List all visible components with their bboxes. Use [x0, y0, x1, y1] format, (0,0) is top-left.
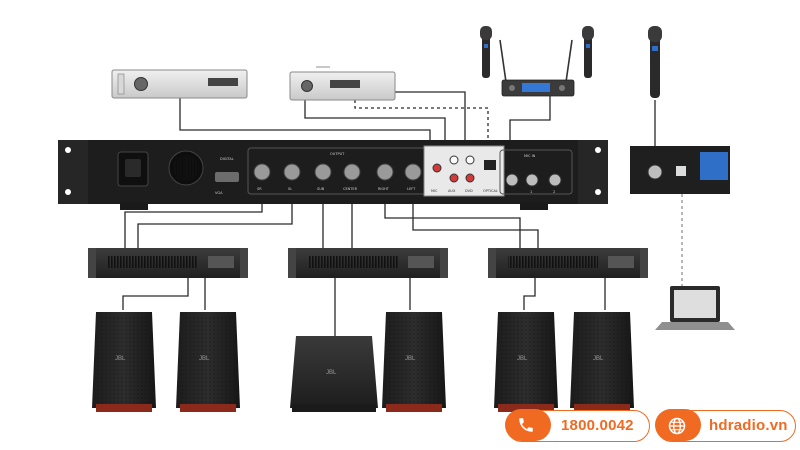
speaker-brand: JBL: [405, 356, 416, 362]
output-channel-labels: SR SL SUB CENTER RIGHT LEFT: [257, 187, 416, 191]
globe-icon: [668, 417, 686, 435]
website-url: hdradio.vn: [709, 417, 788, 434]
audio-processor: VGA DIGITAL OUTPUT SR SL SUB CENTER RIGH…: [58, 140, 608, 210]
mic-number: 2: [553, 190, 555, 194]
speaker-brand: JBL: [517, 356, 528, 362]
channel-label: SUB: [317, 187, 325, 191]
speaker-brand: JBL: [593, 356, 604, 362]
channel-label: LEFT: [407, 187, 416, 191]
speaker: JBL: [176, 312, 240, 412]
output-label: OUTPUT: [330, 152, 345, 156]
amplifier: [488, 248, 648, 278]
optical-label: OPTICAL: [483, 189, 498, 193]
channel-label: SR: [257, 187, 262, 191]
speaker: JBL: [494, 312, 558, 412]
speaker: JBL: [570, 312, 634, 412]
speaker: JBL: [92, 312, 156, 412]
phone-badge[interactable]: 1800.0042: [505, 409, 650, 442]
output-jacks: [253, 163, 422, 181]
rca-label-aux: AUX: [448, 189, 456, 193]
mic-in-label: MIC IN: [524, 154, 536, 158]
source-device-right: [289, 66, 396, 101]
cables: [122, 91, 683, 336]
source-device-left: [111, 69, 248, 99]
handheld-mic: [648, 26, 662, 98]
rca-label-dvd: DVD: [465, 189, 473, 193]
subwoofer: JBL: [290, 336, 378, 412]
vga-label: VGA: [215, 191, 223, 195]
wireless-mic-set: [480, 26, 594, 97]
digital-label: DIGITAL: [220, 157, 234, 161]
amplifier: [288, 248, 448, 278]
mic-receiver-unit: [630, 146, 730, 194]
laptop: [655, 286, 735, 330]
speaker: JBL: [382, 312, 446, 412]
channel-label: SL: [288, 187, 292, 191]
phone-number: 1800.0042: [561, 417, 634, 434]
channel-label: RIGHT: [378, 187, 390, 191]
speaker-brand: JBL: [326, 370, 337, 376]
phone-badge-icon-bg: [505, 409, 551, 441]
speaker-brand: JBL: [199, 356, 210, 362]
amplifier: [88, 248, 248, 278]
phone-icon: [519, 418, 533, 432]
rca-label-mic: MIC: [431, 189, 438, 193]
website-badge-icon-bg: [655, 409, 701, 441]
channel-label: CENTER: [343, 187, 358, 191]
mic-number: 1: [530, 190, 532, 194]
website-badge[interactable]: hdradio.vn: [655, 409, 796, 442]
speaker-brand: JBL: [115, 356, 126, 362]
